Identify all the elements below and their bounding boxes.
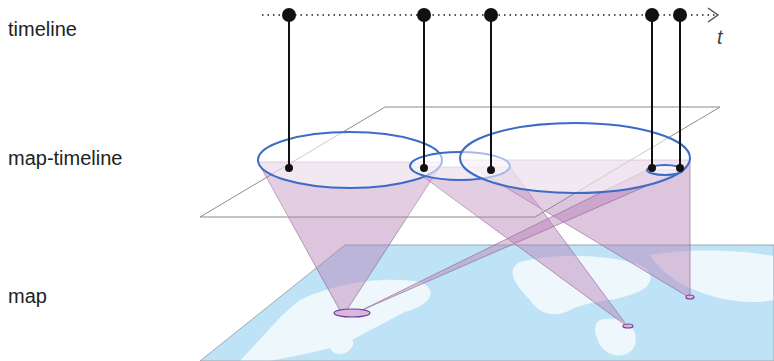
map-footprints: [334, 295, 694, 328]
time-ellipses: [258, 123, 690, 193]
map-timeline-plane: [200, 107, 720, 217]
time-points: [282, 8, 687, 174]
axis-label: t: [717, 26, 723, 48]
row-label: map-timeline: [8, 147, 122, 169]
row-label: map: [8, 285, 47, 307]
time-stems: [289, 15, 680, 170]
row-label: timeline: [8, 18, 77, 40]
axis-arrow: [708, 8, 718, 22]
